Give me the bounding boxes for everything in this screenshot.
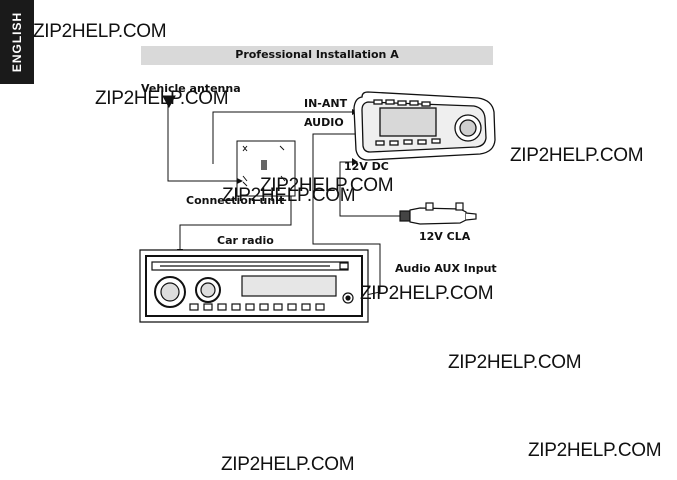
audio-line: [312, 133, 381, 299]
car-radio-label: Car radio: [217, 234, 274, 247]
dc-12v-label: 12V DC: [344, 160, 389, 173]
watermark: ZIP2HELP.COM: [510, 145, 644, 166]
antenna-icon: [162, 95, 176, 109]
watermark: ZIP2HELP.COM: [221, 454, 355, 475]
dc-cable: [339, 161, 402, 217]
audio-aux-input-label: Audio AUX Input: [395, 262, 497, 275]
watermark: ZIP2HELP.COM: [33, 21, 167, 42]
car-radio-unit: [139, 249, 369, 323]
watermark: ZIP2HELP.COM: [95, 88, 229, 109]
language-side-tab: ENGLISH: [0, 0, 34, 84]
in-ant-line: [212, 111, 352, 164]
watermark: ZIP2HELP.COM: [222, 185, 356, 206]
audio-label: AUDIO: [304, 116, 344, 129]
vehicle-antenna-label: Vehicle antenna: [141, 82, 241, 95]
section-header: Professional Installation A: [141, 46, 493, 65]
watermark: ZIP2HELP.COM: [528, 440, 662, 461]
fm-transmitter: [353, 91, 496, 161]
connection-unit-box: [236, 140, 296, 197]
cla-12v-label: 12V CLA: [419, 230, 471, 243]
section-title: Professional Installation A: [235, 48, 399, 61]
watermark: ZIP2HELP.COM: [360, 283, 494, 304]
watermark: ZIP2HELP.COM: [260, 175, 394, 196]
connection-unit-label: Connection unit: [186, 194, 285, 207]
antenna-cable: [167, 96, 237, 182]
watermark: ZIP2HELP.COM: [448, 352, 582, 373]
in-ant-label: IN-ANT: [304, 97, 348, 110]
cla-plug-icon: [399, 202, 477, 225]
